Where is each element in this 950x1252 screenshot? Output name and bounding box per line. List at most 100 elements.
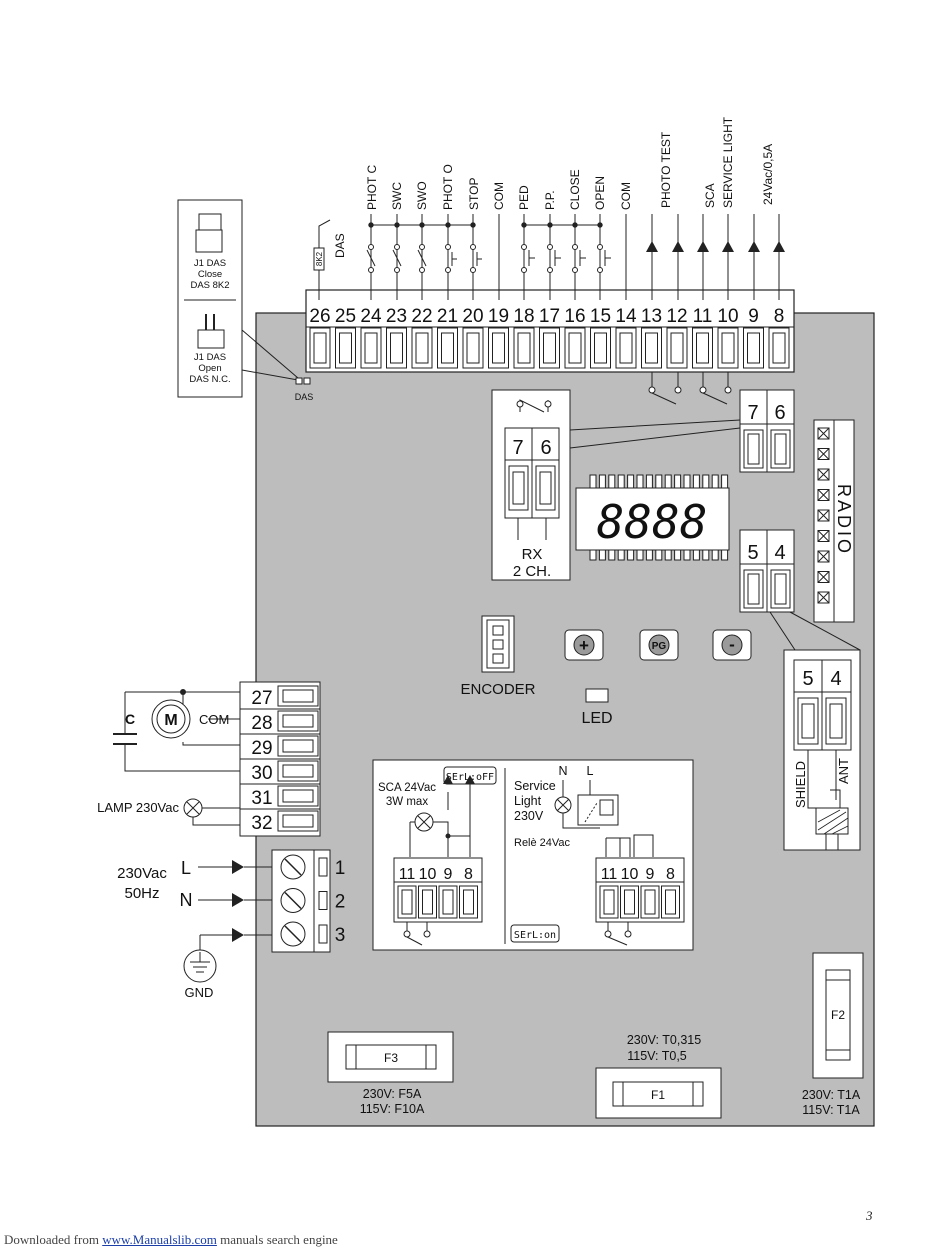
right-terminal-5: 5: [747, 542, 758, 564]
power-terminal-3: 3: [335, 925, 346, 946]
left-terminal-27: 27: [251, 688, 272, 709]
rx-channels: 2 CH.: [513, 563, 551, 580]
jumper-close-line1: J1 DAS: [194, 258, 226, 269]
sca-terms-left-terminal-8: 8: [464, 866, 473, 883]
jumper-open-icon: [197, 314, 225, 349]
display-pin: [655, 474, 663, 489]
display-pin: [636, 474, 644, 489]
top-terminal-13: 13: [641, 306, 662, 327]
top-terminal-22: 22: [411, 306, 432, 327]
top-terminal-10: 10: [717, 306, 738, 327]
top-terminal-21: 21: [437, 306, 458, 327]
power-screw-1: [280, 854, 306, 880]
service-light-line1: Service: [514, 779, 556, 793]
fuse-f2-name: F2: [831, 1008, 845, 1022]
display-pin: [655, 549, 663, 561]
display-pin: [692, 474, 700, 489]
minus-button[interactable]: -: [712, 629, 752, 661]
fuse-f1: F1: [595, 1067, 722, 1119]
page-number: 3: [866, 1208, 873, 1223]
motor-label: M: [164, 712, 177, 729]
led-indicator: [585, 688, 609, 703]
top-label-3: SWO: [415, 181, 429, 210]
sca-terms-right-terminal-9: 9: [646, 866, 655, 883]
display-pin: [617, 474, 625, 489]
top-terminal-20: 20: [462, 306, 483, 327]
sca-terms-left-terminal-9: 9: [444, 866, 453, 883]
plus-button-label: +: [579, 636, 589, 655]
footer-link[interactable]: www.Manualslib.com: [102, 1232, 217, 1247]
top-terminal-23: 23: [386, 306, 407, 327]
ground-label: GND: [185, 985, 214, 1000]
top-terminal-8: 8: [774, 306, 785, 327]
sca-terms-left-terminal-11: 11: [399, 866, 416, 883]
relay-label: Relè 24Vac: [514, 837, 571, 849]
encoder-label: ENCODER: [460, 681, 535, 698]
fuse-f3-name: F3: [384, 1051, 398, 1065]
neutral-label: N: [180, 890, 193, 910]
service-light-line2: Light: [514, 794, 542, 808]
display-pin: [636, 549, 644, 561]
jumper-close-line3: DAS 8K2: [190, 280, 229, 291]
jumper-open-line2: Open: [198, 363, 221, 374]
footer: Downloaded from www.Manualslib.com manua…: [4, 1232, 338, 1248]
sca-terms-right-terminal-8: 8: [666, 866, 675, 883]
motor-icon: M: [151, 699, 191, 739]
display-pin: [589, 474, 597, 489]
mains-voltage: 230Vac: [117, 865, 167, 882]
top-label-2: SWC: [390, 182, 404, 210]
rx-terminal-6: 6: [540, 437, 551, 459]
fuse-f3-rating-115: 115V: F10A: [360, 1102, 425, 1116]
plus-button[interactable]: +: [564, 629, 604, 661]
display-pin: [683, 474, 691, 489]
das-jumper-label: DAS: [295, 392, 314, 402]
display-pin: [608, 474, 616, 489]
display-digits: 8888: [597, 495, 708, 549]
left-terminal-29: 29: [251, 738, 272, 759]
fuse-f1-rating-230: 230V: T0,315: [627, 1033, 701, 1047]
lamp-icon: [183, 798, 203, 818]
top-terminal-16: 16: [564, 306, 585, 327]
service-light-n: N: [558, 764, 567, 778]
top-terminal-15: 15: [590, 306, 611, 327]
fuse-f3: F3: [327, 1031, 454, 1083]
top-label-11: COM: [619, 182, 633, 210]
line-label: L: [181, 858, 191, 878]
display-pin: [627, 549, 635, 561]
power-terminal-2: 2: [335, 892, 346, 913]
display-pin: [721, 474, 729, 489]
fuse-f2-rating-230: 230V: T1A: [802, 1088, 861, 1102]
display-pin: [711, 549, 719, 561]
display-pin: [645, 474, 653, 489]
display-pin: [674, 549, 682, 561]
seven-segment-display: [575, 487, 730, 551]
pg-button[interactable]: PG: [639, 629, 679, 661]
jumper-open-line1: J1 DAS: [194, 352, 226, 363]
display-pin: [683, 549, 691, 561]
display-pin: [674, 474, 682, 489]
minus-button-label: -: [729, 635, 735, 654]
display-pin: [702, 474, 710, 489]
sca-terms-right-terminal-11: 11: [601, 866, 618, 883]
top-terminal-24: 24: [360, 306, 382, 327]
top-terminal-19: 19: [488, 306, 509, 327]
top-label-1: PHOT C: [365, 165, 379, 210]
antenna-terminal-5: 5: [802, 668, 813, 690]
motor-com-label: COM: [199, 712, 229, 727]
fuse-f1-name: F1: [651, 1088, 665, 1102]
fuse-f3-rating-230: 230V: F5A: [363, 1087, 422, 1101]
sca-terms-right-terminal-10: 10: [621, 866, 639, 883]
jumper-open-line3: DAS N.C.: [189, 374, 230, 385]
left-terminal-30: 30: [251, 763, 272, 784]
fuse-f2-rating-115: 115V: T1A: [802, 1103, 860, 1117]
top-terminal-26: 26: [309, 306, 330, 327]
service-lamp-icon: [554, 796, 572, 814]
top-label-15: 24Vac/0,5A: [761, 144, 775, 205]
lamp-label: LAMP 230Vac: [97, 800, 179, 815]
display-pin: [664, 549, 672, 561]
display-pin: [711, 474, 719, 489]
top-label-9: CLOSE: [568, 169, 582, 210]
power-screw-3: [280, 921, 306, 947]
top-terminal-14: 14: [615, 306, 637, 327]
